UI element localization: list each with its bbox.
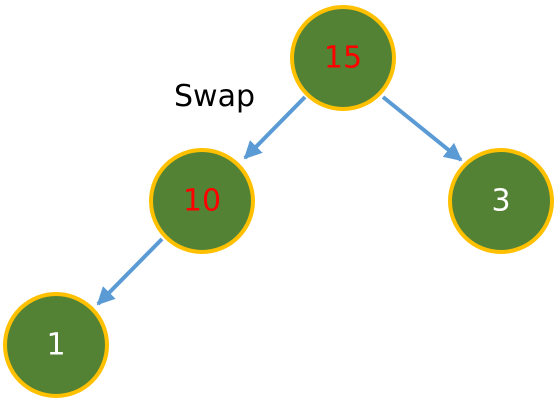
tree-node-1: 1 xyxy=(3,292,109,398)
node-circle xyxy=(448,148,554,254)
node-value: 1 xyxy=(46,328,65,363)
tree-node-10: 10 xyxy=(149,148,255,254)
tree-node-15: 15 xyxy=(290,5,396,111)
node-circle xyxy=(149,148,255,254)
node-circle xyxy=(3,292,109,398)
edge-15-to-3 xyxy=(381,95,463,162)
node-value: 15 xyxy=(324,41,362,76)
edge-15-to-10 xyxy=(243,95,307,160)
tree-node-3: 3 xyxy=(448,148,554,254)
swap-annotation: Swap xyxy=(174,79,255,114)
node-value: 3 xyxy=(491,184,510,219)
edge-10-to-1 xyxy=(96,237,164,306)
node-value: 10 xyxy=(183,184,221,219)
tree-edges xyxy=(96,95,463,306)
node-circle xyxy=(290,5,396,111)
